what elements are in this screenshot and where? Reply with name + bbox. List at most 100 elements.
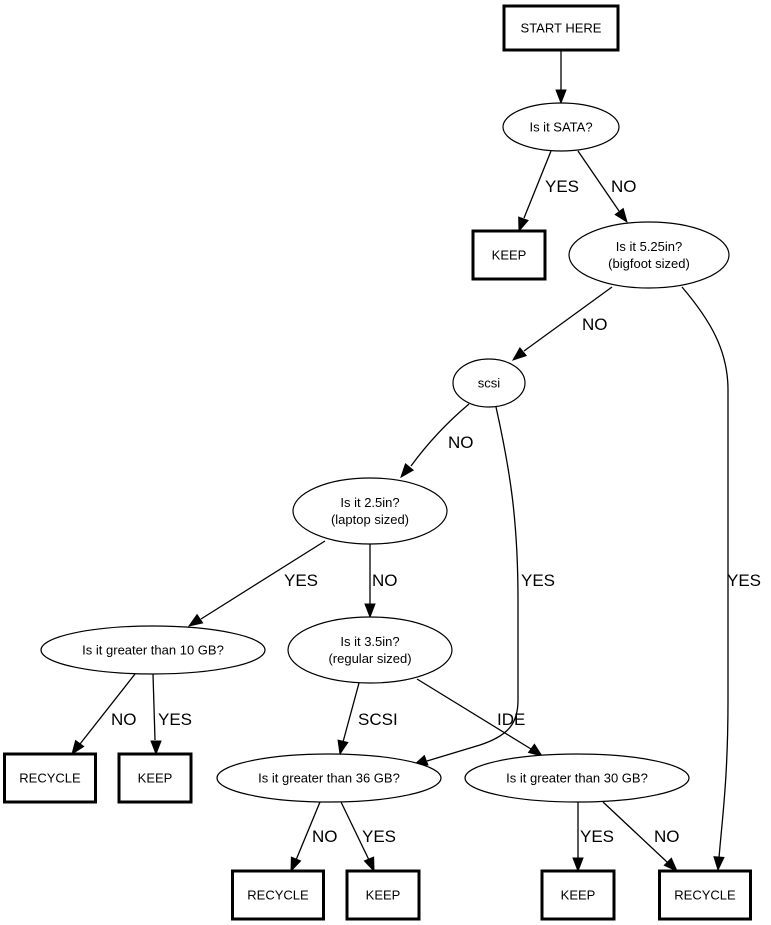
node-label: Is it 5.25in? bbox=[616, 239, 683, 254]
arrowhead-icon bbox=[663, 857, 678, 872]
edge-label: NO bbox=[312, 827, 338, 846]
edge-label: YES bbox=[284, 571, 318, 590]
edge-gt30-recycle3 bbox=[602, 801, 678, 872]
arrowhead-icon bbox=[572, 857, 584, 873]
arrowhead-icon bbox=[555, 89, 567, 105]
terminal-box bbox=[117, 752, 193, 804]
edge-label: YES bbox=[521, 571, 555, 590]
node-label: Is it greater than 36 GB? bbox=[258, 771, 400, 786]
edge-line bbox=[152, 673, 156, 741]
node-keep3: KEEP bbox=[345, 869, 421, 921]
node-label: scsi bbox=[478, 376, 501, 391]
edge-line bbox=[416, 678, 532, 750]
edge-gt36-recycle2 bbox=[290, 801, 321, 873]
terminal-box bbox=[540, 869, 616, 921]
node-sata: Is it SATA? bbox=[502, 102, 620, 152]
arrowhead-icon bbox=[363, 856, 375, 873]
edge-label: NO bbox=[611, 177, 637, 196]
node-label: RECYCLE bbox=[19, 771, 81, 786]
edge-label: SCSI bbox=[358, 710, 398, 729]
terminal-box bbox=[345, 869, 421, 921]
edge-label: YES bbox=[158, 710, 192, 729]
decision-ellipse bbox=[287, 616, 453, 684]
edge-line bbox=[200, 540, 326, 620]
terminal-box bbox=[3, 752, 97, 804]
node-keep4: KEEP bbox=[540, 869, 616, 921]
edge-label: NO bbox=[111, 710, 137, 729]
edge-line bbox=[426, 406, 519, 762]
node-keep1: KEEP bbox=[471, 229, 547, 281]
terminal-box bbox=[502, 4, 620, 52]
arrowhead-icon bbox=[518, 216, 529, 233]
decision-ellipse bbox=[502, 102, 620, 152]
decision-ellipse bbox=[292, 477, 448, 545]
decision-ellipse bbox=[568, 221, 730, 289]
arrowhead-icon bbox=[511, 347, 528, 361]
node-start: START HERE bbox=[502, 4, 620, 52]
edge-line bbox=[577, 150, 620, 212]
terminal-box bbox=[658, 869, 752, 921]
arrowhead-icon bbox=[400, 462, 415, 479]
edge-bigfoot-scsi bbox=[511, 286, 613, 361]
terminal-box bbox=[471, 229, 547, 281]
node-gt36: Is it greater than 36 GB? bbox=[216, 753, 442, 803]
decision-ellipse bbox=[40, 625, 266, 675]
edge-line bbox=[523, 286, 613, 352]
node-regular: Is it 3.5in? (regular sized) bbox=[287, 616, 453, 684]
edge-scsi-laptop bbox=[400, 403, 470, 479]
node-label: Is it 3.5in? bbox=[340, 634, 399, 649]
arrowhead-icon bbox=[364, 603, 376, 619]
edge-line bbox=[681, 286, 729, 859]
edge-label: NO bbox=[654, 827, 680, 846]
edge-gt30-keep4 bbox=[572, 802, 584, 873]
edge-gt36-keep3 bbox=[340, 801, 375, 873]
edge-regular-gt30 bbox=[416, 678, 544, 757]
decision-ellipse bbox=[452, 358, 526, 408]
edge-regular-gt36 bbox=[337, 682, 360, 756]
edge-laptop-regular bbox=[364, 544, 376, 619]
edge-line bbox=[602, 801, 668, 863]
node-laptop: Is it 2.5in?(laptop sized) bbox=[292, 477, 448, 545]
arrowhead-icon bbox=[71, 739, 85, 756]
node-gt10: Is it greater than 10 GB? bbox=[40, 625, 266, 675]
edge-line bbox=[340, 801, 370, 861]
node-label: (regular sized) bbox=[328, 651, 411, 666]
node-label: (laptop sized) bbox=[331, 512, 409, 527]
edge-label: NO bbox=[372, 571, 398, 590]
node-label: Is it greater than 30 GB? bbox=[506, 771, 648, 786]
node-recycle1: RECYCLE bbox=[3, 752, 97, 804]
node-label: KEEP bbox=[138, 771, 173, 786]
edge-bigfoot-recycle3 bbox=[681, 286, 729, 872]
edge-gt10-keep2 bbox=[150, 673, 162, 756]
node-recycle2: RECYCLE bbox=[231, 869, 325, 921]
edge-label: NO bbox=[582, 315, 608, 334]
arrowhead-icon bbox=[337, 739, 349, 756]
edge-line bbox=[342, 682, 360, 743]
arrowhead-icon bbox=[187, 613, 204, 627]
decision-ellipse bbox=[464, 753, 690, 803]
node-label: START HERE bbox=[521, 21, 602, 36]
edge-start-sata bbox=[555, 50, 567, 105]
node-gt30: Is it greater than 30 GB? bbox=[464, 753, 690, 803]
node-keep2: KEEP bbox=[117, 752, 193, 804]
node-label: RECYCLE bbox=[674, 888, 736, 903]
edge-sata-bigfoot bbox=[577, 150, 628, 224]
arrowhead-icon bbox=[290, 856, 302, 873]
node-label: Is it SATA? bbox=[529, 120, 592, 135]
edge-line bbox=[295, 801, 321, 861]
edge-line bbox=[523, 150, 552, 219]
arrowhead-icon bbox=[150, 740, 162, 756]
node-label: KEEP bbox=[561, 888, 596, 903]
edge-label: YES bbox=[545, 177, 579, 196]
edge-sata-keep1 bbox=[518, 150, 552, 233]
node-label: KEEP bbox=[492, 248, 527, 263]
node-label: Is it greater than 10 GB? bbox=[82, 643, 224, 658]
node-recycle3: RECYCLE bbox=[658, 869, 752, 921]
arrowhead-icon bbox=[713, 856, 725, 872]
edge-label: NO bbox=[448, 433, 474, 452]
node-label: KEEP bbox=[366, 888, 401, 903]
decision-ellipse bbox=[216, 753, 442, 803]
